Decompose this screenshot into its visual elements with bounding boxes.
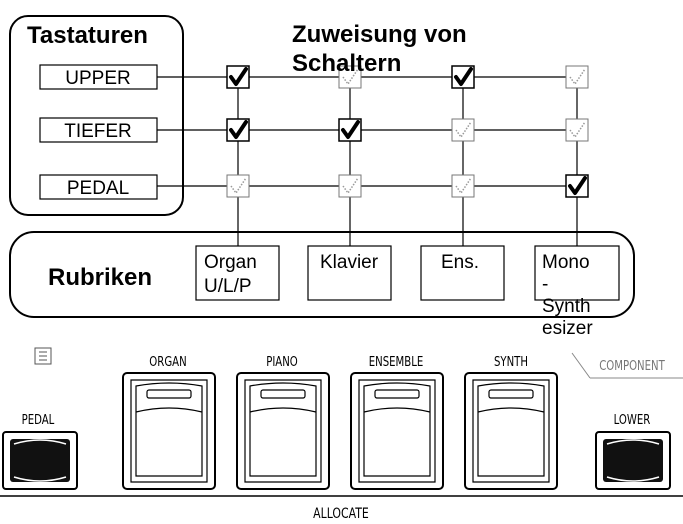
svg-text:Mono: Mono xyxy=(542,252,590,273)
synth-button[interactable] xyxy=(465,373,557,489)
keyboards-panel-title: Tastaturen xyxy=(27,22,148,49)
categories-panel-title: Rubriken xyxy=(48,264,152,291)
checkbox-tiefer-3-unchecked[interactable] xyxy=(566,119,588,141)
organ-button-label: ORGAN xyxy=(149,354,186,370)
svg-text:U/L/P: U/L/P xyxy=(204,276,252,297)
checkbox-upper-2-checked[interactable] xyxy=(452,66,474,88)
checkbox-pedal-3-checked[interactable] xyxy=(566,175,588,197)
svg-text:Klavier: Klavier xyxy=(320,252,379,273)
svg-text:COMPONENT: COMPONENT xyxy=(599,358,665,374)
svg-text:PEDAL: PEDAL xyxy=(67,178,129,199)
synth-button-label: SYNTH xyxy=(494,354,528,370)
keyboard-label-pedal: PEDAL xyxy=(40,175,157,199)
category-box-piano: Klavier xyxy=(308,246,391,300)
checkbox-pedal-0-unchecked[interactable] xyxy=(227,175,249,197)
lower-button-label: LOWER xyxy=(614,412,651,428)
svg-text:-: - xyxy=(542,274,548,295)
checkbox-tiefer-2-unchecked[interactable] xyxy=(452,119,474,141)
svg-text:Ens.: Ens. xyxy=(441,252,479,273)
category-box-mono-synth: Mono - Synth esizer xyxy=(535,246,619,339)
assignment-title-line2: Schaltern xyxy=(292,50,401,77)
allocate-label: ALLOCATE xyxy=(313,505,369,522)
svg-text:Synth: Synth xyxy=(542,296,591,317)
checkbox-pedal-1-unchecked[interactable] xyxy=(339,175,361,197)
component-label: COMPONENT xyxy=(572,353,683,378)
checkbox-upper-3-unchecked[interactable] xyxy=(566,66,588,88)
list-icon xyxy=(35,348,51,364)
svg-text:Organ: Organ xyxy=(204,252,257,273)
matrix-checkboxes xyxy=(227,66,588,197)
checkbox-tiefer-0-checked[interactable] xyxy=(227,119,249,141)
svg-text:TIEFER: TIEFER xyxy=(64,121,132,142)
svg-text:UPPER: UPPER xyxy=(65,68,130,89)
pedal-button-label: PEDAL xyxy=(22,412,55,428)
svg-text:esizer: esizer xyxy=(542,318,593,339)
piano-button[interactable] xyxy=(237,373,329,489)
keyboard-label-lower: TIEFER xyxy=(40,118,157,142)
ensemble-button-label: ENSEMBLE xyxy=(369,354,424,370)
checkbox-pedal-2-unchecked[interactable] xyxy=(452,175,474,197)
lower-button[interactable] xyxy=(596,432,670,489)
checkbox-tiefer-1-checked[interactable] xyxy=(339,119,361,141)
keyboard-label-upper: UPPER xyxy=(40,65,157,89)
checkbox-upper-0-checked[interactable] xyxy=(227,66,249,88)
organ-button[interactable] xyxy=(123,373,215,489)
category-box-ensemble: Ens. xyxy=(421,246,504,300)
ensemble-button[interactable] xyxy=(351,373,443,489)
category-box-organ: Organ U/L/P xyxy=(196,246,279,300)
piano-button-label: PIANO xyxy=(266,354,298,370)
assignment-title-line1: Zuweisung von xyxy=(292,21,467,48)
matrix-grid xyxy=(157,77,577,246)
pedal-button[interactable] xyxy=(3,432,77,489)
